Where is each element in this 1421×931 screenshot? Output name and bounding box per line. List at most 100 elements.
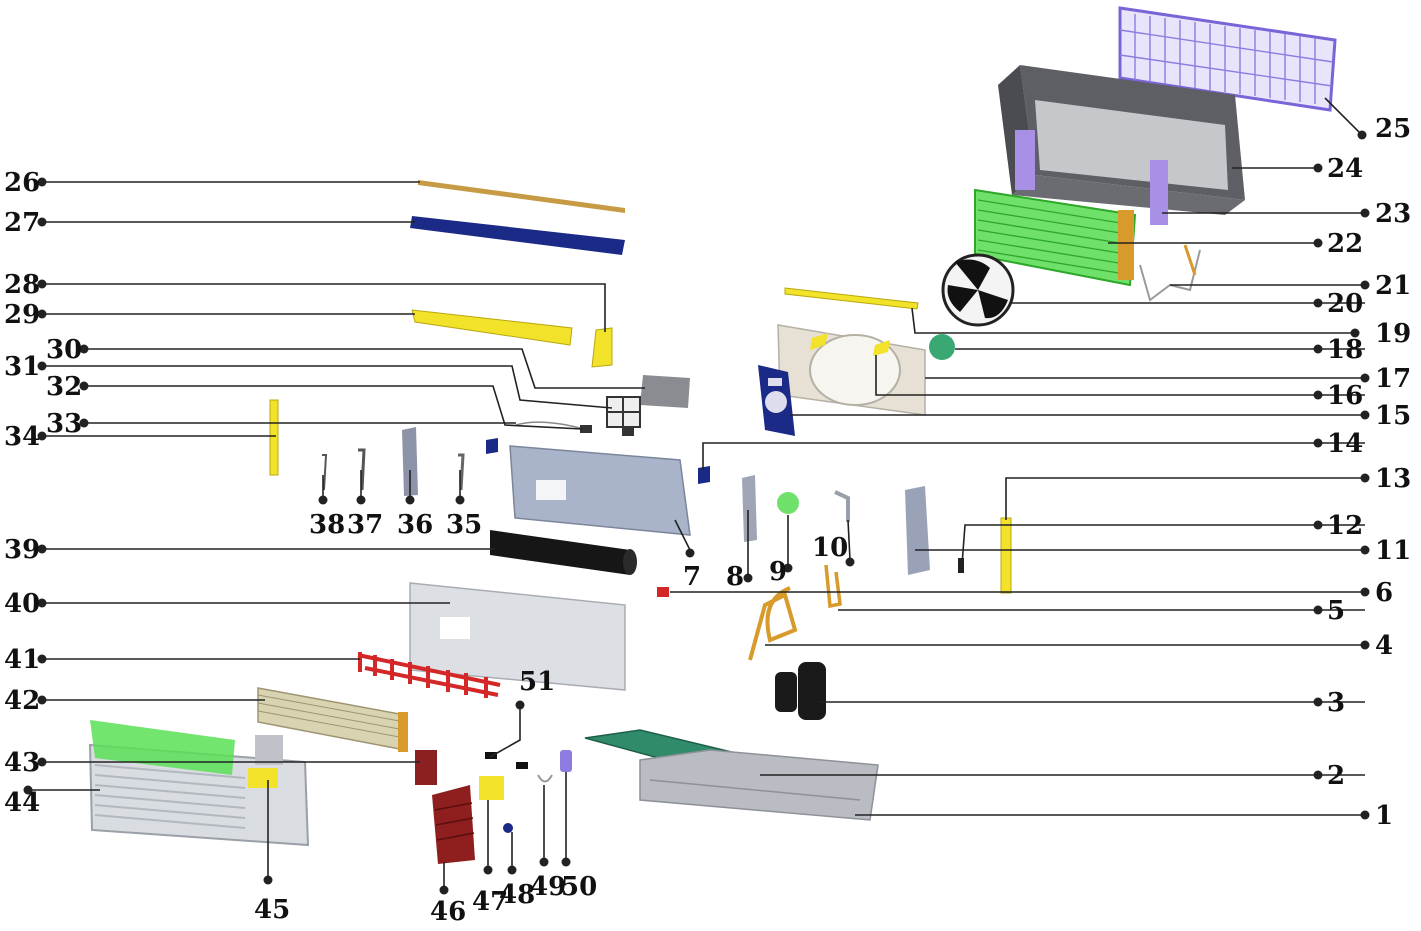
part-26-top-rail bbox=[418, 180, 625, 213]
leader-12 bbox=[961, 524, 1365, 566]
leader-31 bbox=[42, 365, 613, 409]
part-number-labels: 1 2 3 4 5 6 7 8 9 10 11 12 13 14 15 16 1… bbox=[4, 114, 1411, 927]
label-39: 39 bbox=[4, 535, 40, 565]
leader-16 bbox=[875, 355, 1365, 396]
label-7: 7 bbox=[683, 562, 701, 592]
part-10-valve bbox=[834, 490, 850, 522]
label-25: 25 bbox=[1375, 114, 1411, 144]
part-4-discharge-tube bbox=[748, 586, 798, 661]
part-12-sensor-clip bbox=[958, 558, 964, 573]
label-34: 34 bbox=[4, 422, 40, 452]
label-36: 36 bbox=[397, 510, 433, 540]
part-19-top-bracket bbox=[784, 287, 919, 310]
label-31: 31 bbox=[4, 352, 40, 382]
part-41-electric-heater bbox=[357, 652, 501, 698]
label-23: 23 bbox=[1375, 199, 1411, 229]
label-5: 5 bbox=[1327, 596, 1345, 626]
part-21-outdoor-tubing bbox=[1139, 244, 1201, 302]
label-48: 48 bbox=[499, 880, 535, 910]
part-28-yellow-bracket bbox=[591, 327, 613, 368]
label-3: 3 bbox=[1327, 688, 1345, 718]
leader-lines bbox=[28, 97, 1365, 890]
part-40-bulkhead-panel bbox=[409, 582, 626, 691]
part-49-clamp bbox=[537, 774, 553, 783]
label-26: 26 bbox=[4, 168, 40, 198]
label-44: 44 bbox=[4, 788, 40, 818]
part-11-side-panel bbox=[905, 486, 930, 575]
part-8-bracket bbox=[742, 475, 757, 542]
label-43: 43 bbox=[4, 748, 40, 778]
label-27: 27 bbox=[4, 208, 40, 238]
part-5-suction-tube bbox=[824, 564, 842, 609]
label-4: 4 bbox=[1375, 631, 1393, 661]
label-2: 2 bbox=[1327, 761, 1345, 791]
leader-13 bbox=[1005, 477, 1365, 520]
leader-dots bbox=[23, 130, 1370, 895]
label-33: 33 bbox=[46, 409, 82, 439]
label-35: 35 bbox=[446, 510, 482, 540]
leader-51 bbox=[489, 705, 521, 758]
label-18: 18 bbox=[1327, 335, 1363, 365]
part-44-front-cabinet bbox=[88, 735, 310, 847]
part-50-capacitor bbox=[560, 750, 572, 772]
label-9: 9 bbox=[769, 557, 787, 587]
part-30-control-cover bbox=[640, 375, 690, 408]
label-50: 50 bbox=[561, 872, 597, 902]
part-18-fan-motor bbox=[929, 334, 955, 360]
label-28: 28 bbox=[4, 270, 40, 300]
part-20-condenser-fan-blade bbox=[941, 253, 1015, 327]
label-20: 20 bbox=[1327, 289, 1363, 319]
part-46-electrical-box bbox=[432, 785, 475, 864]
part-3-compressor bbox=[775, 662, 826, 720]
leader-25 bbox=[1324, 97, 1363, 136]
part-36-bracket bbox=[402, 427, 418, 496]
part-33-wire bbox=[515, 421, 581, 429]
label-19: 19 bbox=[1375, 319, 1411, 349]
part-14-bracket-right bbox=[698, 466, 710, 484]
part-25-rear-grille bbox=[1118, 6, 1337, 112]
part-42-evaporator-coil bbox=[257, 687, 408, 752]
label-21: 21 bbox=[1375, 271, 1411, 301]
leader-10 bbox=[847, 519, 851, 561]
label-45: 45 bbox=[254, 895, 290, 925]
part-27-discharge-rail bbox=[410, 216, 625, 255]
label-40: 40 bbox=[4, 589, 40, 619]
part-32-sensor bbox=[580, 425, 592, 433]
label-38: 38 bbox=[309, 510, 345, 540]
label-15: 15 bbox=[1375, 401, 1411, 431]
part-17-partition-panel bbox=[777, 324, 926, 416]
part-35-screw bbox=[458, 453, 465, 491]
leader-19 bbox=[911, 307, 1355, 334]
part-22-condenser-coil bbox=[974, 188, 1137, 287]
label-37: 37 bbox=[347, 510, 383, 540]
leader-32 bbox=[84, 385, 583, 430]
label-6: 6 bbox=[1375, 578, 1393, 608]
part-illustrations bbox=[88, 6, 1337, 864]
label-10: 10 bbox=[812, 533, 848, 563]
label-49: 49 bbox=[530, 872, 566, 902]
label-51: 51 bbox=[519, 667, 555, 697]
label-29: 29 bbox=[4, 300, 40, 330]
label-47: 47 bbox=[472, 887, 508, 917]
label-30: 30 bbox=[46, 335, 82, 365]
part-43-control-box bbox=[415, 750, 437, 785]
label-16: 16 bbox=[1327, 381, 1363, 411]
label-12: 12 bbox=[1327, 511, 1363, 541]
part-15-motor-mount bbox=[758, 365, 795, 436]
part-47-control-board bbox=[479, 776, 504, 800]
label-32: 32 bbox=[46, 372, 82, 402]
label-14: 14 bbox=[1327, 429, 1363, 459]
part-9-green-motor-cap bbox=[777, 492, 799, 514]
part-7-scroll-housing bbox=[509, 445, 691, 536]
label-46: 46 bbox=[430, 897, 466, 927]
part-34-yellow-strip bbox=[269, 399, 279, 476]
part-38-pin bbox=[322, 454, 328, 491]
part-51-connector-a bbox=[485, 752, 497, 759]
part-1-base-pan bbox=[639, 749, 879, 821]
leader-30 bbox=[84, 348, 645, 389]
leader-7 bbox=[674, 519, 691, 551]
part-31-control-frame bbox=[606, 396, 641, 436]
label-1: 1 bbox=[1375, 801, 1393, 831]
label-24: 24 bbox=[1327, 154, 1363, 184]
